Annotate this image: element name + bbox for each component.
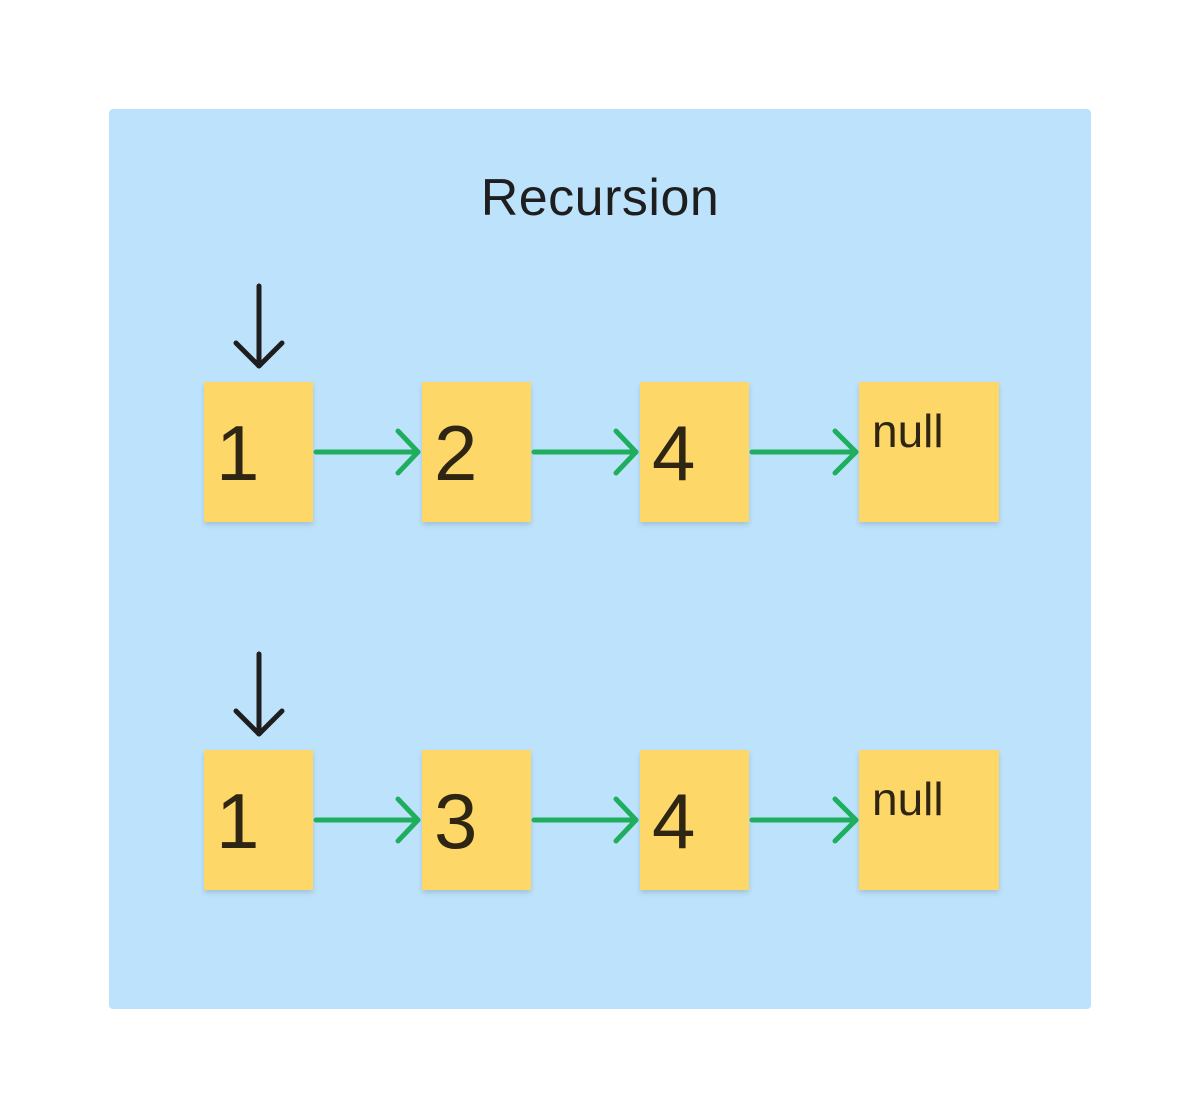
node-value: 4 xyxy=(652,409,696,497)
arrow-right-icon xyxy=(749,796,859,844)
diagram-title: Recursion xyxy=(480,169,720,227)
node-value: null xyxy=(872,773,944,825)
list-1-node-1: 1 xyxy=(204,382,313,522)
list-1-node-3: 4 xyxy=(640,382,749,522)
list-2-node-null: null xyxy=(859,750,999,890)
node-value: 2 xyxy=(434,409,478,497)
arrow-right-icon xyxy=(749,428,859,476)
node-value: 1 xyxy=(216,777,260,865)
arrow-right-icon xyxy=(313,428,421,476)
list-1-node-null: null xyxy=(859,382,999,522)
arrow-right-icon xyxy=(313,796,421,844)
list-1-node-2: 2 xyxy=(422,382,531,522)
arrow-right-icon xyxy=(531,428,639,476)
node-value: null xyxy=(872,405,944,457)
node-value: 3 xyxy=(434,777,478,865)
arrow-right-icon xyxy=(531,796,639,844)
node-value: 1 xyxy=(216,409,260,497)
list-2-node-3: 4 xyxy=(640,750,749,890)
list-2-node-1: 1 xyxy=(204,750,313,890)
node-value: 4 xyxy=(652,777,696,865)
arrow-down-icon xyxy=(233,651,285,737)
list-2-node-2: 3 xyxy=(422,750,531,890)
arrow-down-icon xyxy=(233,283,285,369)
